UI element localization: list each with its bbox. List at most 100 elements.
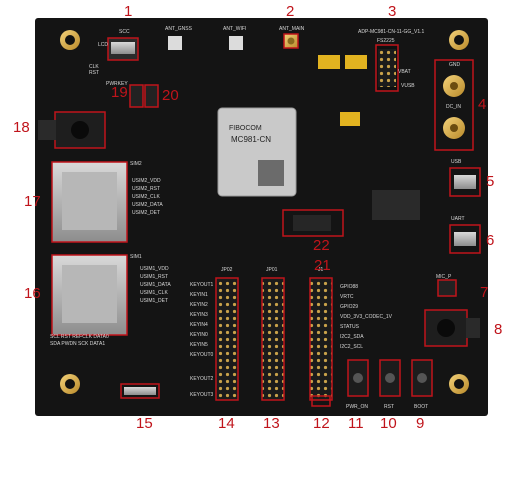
silk-key-9: KEYOUT3	[190, 392, 214, 398]
power-jumper	[375, 44, 399, 92]
silk-key-0: KEYOUT1	[190, 282, 214, 288]
silk-fs: FS2225	[377, 38, 395, 44]
usb-uart-chip	[372, 190, 420, 220]
silk-gpio-1: VRTC	[340, 294, 354, 300]
silk-model: ADP-MC981-CN-11-GG_V1.1	[358, 29, 425, 35]
silk-pwrkey: PWRKEY	[106, 81, 128, 87]
silk-vbat: VBAT	[398, 69, 411, 75]
silk-gpio-4: STATUS	[340, 324, 360, 330]
silk-gpio-6: I2C2_SCL	[340, 344, 363, 350]
silk-gpio-2: GPIO29	[340, 304, 358, 310]
callout-7: 7	[480, 284, 489, 301]
push-buttons	[347, 359, 433, 397]
callout-19: 19	[111, 84, 128, 101]
header-jp01	[261, 277, 285, 401]
silk-rst: RST	[89, 70, 99, 76]
silk-mic: MIC_P	[436, 274, 452, 280]
silk-button-1: RST	[384, 404, 394, 410]
audio-jack-left	[38, 111, 106, 149]
silk-dc-in: DC_IN	[446, 104, 461, 110]
callout-21: 21	[314, 257, 331, 274]
codec-chip-outline	[282, 209, 344, 237]
mounting-holes	[60, 30, 469, 394]
silk-j1: J1	[318, 267, 324, 273]
silk-key-8: KEYOUT2	[190, 376, 214, 382]
silk-button-0: PWR_ON	[346, 404, 368, 410]
callout-8: 8	[494, 321, 503, 338]
silk-usim2-3: USIM2_DATA	[132, 202, 163, 208]
silk-usim1-4: USIM1_DET	[140, 298, 168, 304]
silk-usim1-1: USIM1_RST	[140, 274, 168, 280]
header-j1	[309, 277, 333, 401]
callout-10: 10	[380, 415, 397, 432]
silk-key-7: KEYOUT0	[190, 352, 214, 358]
callout-5: 5	[486, 173, 495, 190]
silk-key-3: KEYIN3	[190, 312, 208, 318]
callout-18: 18	[13, 119, 30, 136]
callout-6: 6	[486, 232, 495, 249]
callout-4: 4	[478, 96, 487, 113]
audio-jack-right	[424, 309, 480, 347]
silk-button-2: BOOT	[414, 404, 428, 410]
callout-9: 9	[416, 415, 425, 432]
pcb-board	[35, 18, 488, 416]
silk-key-2: KEYIN2	[190, 302, 208, 308]
callout-2: 2	[286, 3, 295, 20]
usb-ports	[449, 167, 481, 254]
silk-usim2-4: USIM2_DET	[132, 210, 160, 216]
silk-key-6: KEYIN5	[190, 342, 208, 348]
codec-chip	[293, 215, 331, 231]
silk-lcd: LCD	[98, 42, 108, 48]
silk-sim2: SIM2	[130, 161, 142, 167]
silk-jp01: JP01	[266, 267, 278, 273]
silk-key-1: KEYIN1	[190, 292, 208, 298]
silk-usim1-0: USIM1_VDD	[140, 266, 169, 272]
silk-bottom-left-0: SCL RST REFCLK DATA0	[50, 334, 109, 340]
silk-vusb: VUSB	[401, 83, 415, 89]
silk-gpio-5: I2C2_SDA	[340, 334, 364, 340]
sim1-slot	[51, 254, 128, 336]
callout-1: 1	[124, 3, 133, 20]
jumper-12	[311, 395, 331, 407]
silk-usim1-2: USIM1_DATA	[140, 282, 171, 288]
silk-gpio-0: GPIO88	[340, 284, 358, 290]
silk-bottom-left-1: SDA PWDN SCK DATA1	[50, 341, 105, 347]
callout-12: 12	[313, 415, 330, 432]
mic-jumper	[437, 279, 457, 297]
callout-22: 22	[313, 237, 330, 254]
silk-lcd-top: SCC	[119, 29, 130, 35]
silk-gnd: GND	[449, 62, 461, 68]
callout-13: 13	[263, 415, 280, 432]
module-brand: FIBOCOM	[229, 125, 262, 132]
callout-16: 16	[24, 285, 41, 302]
silkscreen: SCC LCD CLK RST PWRKEY ANT_GNSS ANT_WIFI…	[50, 26, 465, 410]
callout-14: 14	[218, 415, 235, 432]
silk-ant-main: ANT_MAIN	[279, 26, 305, 32]
silk-sim1: SIM1	[130, 254, 142, 260]
camera-connector	[120, 383, 160, 399]
lcd-connector	[107, 37, 139, 61]
callout-17: 17	[24, 193, 41, 210]
sim2-slot	[51, 161, 128, 243]
silk-ant-wifi: ANT_WIFI	[223, 26, 246, 32]
silk-key-5: KEYIN0	[190, 332, 208, 338]
callout-3: 3	[388, 3, 397, 20]
mc981-module	[217, 107, 297, 197]
silk-key-4: KEYIN4	[190, 322, 208, 328]
header-jp02	[215, 277, 239, 401]
antenna-connectors	[168, 33, 299, 50]
callout-15: 15	[136, 415, 153, 432]
module-model: MC981-CN	[231, 135, 271, 144]
dip-switches	[129, 84, 159, 108]
silk-clk: CLK	[89, 64, 99, 70]
power-terminals	[434, 59, 474, 151]
tantalum-capacitors	[318, 55, 367, 126]
silk-ant-gnss: ANT_GNSS	[165, 26, 193, 32]
silk-usim2-2: USIM2_CLK	[132, 194, 160, 200]
silk-usim1-3: USIM1_CLK	[140, 290, 168, 296]
silk-gpio-3: VDD_3V3_CODEC_1V	[340, 314, 393, 320]
silk-usim2-0: USIM2_VDD	[132, 178, 161, 184]
silk-uart: UART	[451, 216, 465, 222]
silk-jp02: JP02	[221, 267, 233, 273]
